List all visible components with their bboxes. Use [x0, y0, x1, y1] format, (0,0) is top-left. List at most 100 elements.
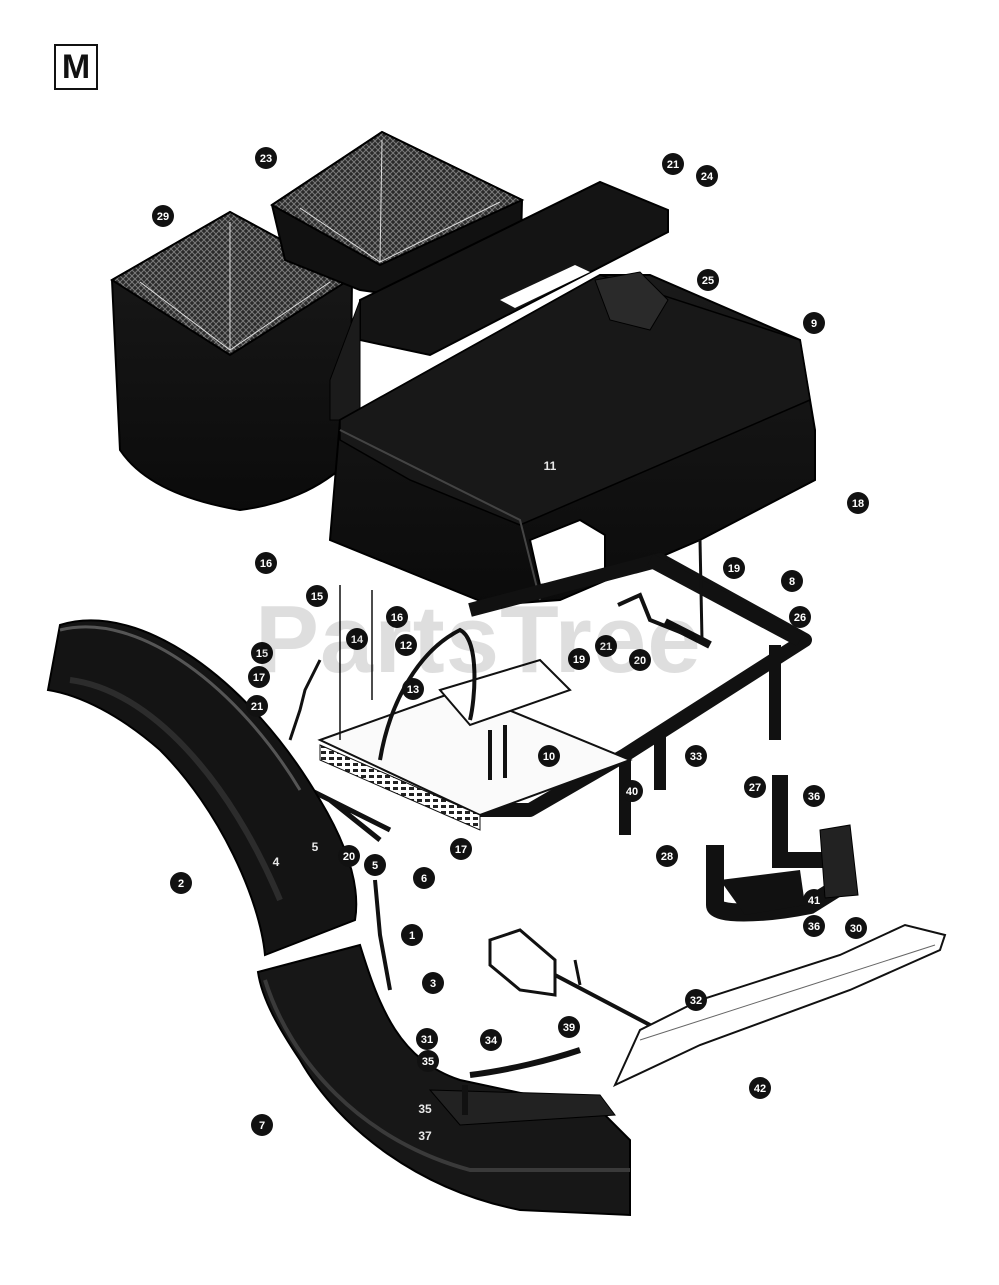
- bag-cover: [329, 180, 669, 421]
- callout-number: 16: [391, 612, 403, 624]
- inline-part-label-4: 4: [273, 855, 280, 869]
- callout-balloon: [306, 585, 328, 607]
- callout-number: 42: [754, 1083, 766, 1095]
- callout-balloon: [685, 745, 707, 767]
- callout-balloon: [621, 780, 643, 802]
- callout-balloon: [744, 776, 766, 798]
- callout-balloon: [255, 552, 277, 574]
- callout-number: 35: [422, 1056, 434, 1068]
- callout-balloon: [749, 1077, 771, 1099]
- callout-balloon: [723, 557, 745, 579]
- callout-number: 12: [400, 640, 412, 652]
- callout-number: 36: [808, 791, 820, 803]
- callout-3: 3: [422, 972, 444, 994]
- mower-blade: [612, 923, 947, 1088]
- callout-33: 33: [685, 745, 707, 767]
- callout-number: 1: [409, 930, 415, 942]
- callout-17: 17: [248, 666, 270, 688]
- callout-number: 21: [251, 701, 263, 713]
- callout-balloon: [251, 1114, 273, 1136]
- inline-part-label-5: 5: [312, 840, 319, 854]
- callout-number: 21: [667, 159, 679, 171]
- callout-40: 40: [621, 780, 643, 802]
- callout-number: 7: [259, 1120, 265, 1132]
- callout-number: 23: [260, 153, 272, 165]
- callout-34: 34: [480, 1029, 502, 1051]
- callout-16: 16: [386, 606, 408, 628]
- callout-16: 16: [255, 552, 277, 574]
- callout-19: 19: [568, 648, 590, 670]
- rods-and-links: [288, 539, 712, 842]
- chute-linkage: [373, 879, 581, 1115]
- callout-balloon: [251, 642, 273, 664]
- callout-31: 31: [416, 1028, 438, 1050]
- callout-12: 12: [395, 634, 417, 656]
- callout-number: 5: [372, 860, 378, 872]
- callout-balloon: [402, 678, 424, 700]
- callout-balloon: [781, 570, 803, 592]
- callout-36: 36: [803, 915, 825, 937]
- inline-part-label-37: 37: [418, 1129, 432, 1143]
- callout-balloon: [338, 845, 360, 867]
- callout-number: 19: [573, 654, 585, 666]
- callout-number: 31: [421, 1034, 433, 1046]
- callout-number: 10: [543, 751, 555, 763]
- callout-21: 21: [662, 153, 684, 175]
- section-letter-box: M: [54, 44, 98, 90]
- callout-8: 8: [781, 570, 803, 592]
- callout-number: 20: [343, 851, 355, 863]
- callout-balloon: [629, 649, 651, 671]
- callout-number: 19: [728, 563, 740, 575]
- callout-number: 14: [351, 634, 364, 646]
- callout-24: 24: [696, 165, 718, 187]
- callout-balloon: [847, 492, 869, 514]
- callout-number: 27: [749, 782, 761, 794]
- callout-balloon: [364, 854, 386, 876]
- callout-10: 10: [538, 745, 560, 767]
- callout-balloon: [803, 915, 825, 937]
- callout-number: 20: [634, 655, 646, 667]
- callout-balloon: [803, 312, 825, 334]
- callout-number: 2: [178, 878, 184, 890]
- callout-balloon: [170, 872, 192, 894]
- hitch-bracket: [706, 775, 859, 922]
- callout-balloon: [413, 867, 435, 889]
- callout-21: 21: [246, 695, 268, 717]
- callout-39: 39: [558, 1016, 580, 1038]
- callout-2: 2: [170, 872, 192, 894]
- callout-14: 14: [346, 628, 368, 650]
- callout-balloon: [696, 165, 718, 187]
- callout-balloon: [480, 1029, 502, 1051]
- callout-balloon: [386, 606, 408, 628]
- callout-number: 41: [808, 895, 820, 907]
- callout-balloon: [656, 845, 678, 867]
- inline-part-label-35: 35: [418, 1102, 432, 1116]
- callout-number: 30: [850, 923, 862, 935]
- callout-balloon: [422, 972, 444, 994]
- callout-balloon: [248, 666, 270, 688]
- callout-15: 15: [251, 642, 273, 664]
- callout-balloon: [595, 635, 617, 657]
- callout-balloon: [568, 648, 590, 670]
- callout-20: 20: [629, 649, 651, 671]
- callout-1: 1: [401, 924, 423, 946]
- callout-28: 28: [656, 845, 678, 867]
- callout-balloon: [401, 924, 423, 946]
- callout-balloon: [346, 628, 368, 650]
- callout-balloon: [246, 695, 268, 717]
- callout-number: 40: [626, 786, 638, 798]
- inline-part-label-11: 11: [544, 459, 557, 473]
- callout-balloon: [152, 205, 174, 227]
- callout-number: 26: [794, 612, 806, 624]
- callout-number: 33: [690, 751, 702, 763]
- callout-balloon: [685, 989, 707, 1011]
- callout-number: 3: [430, 978, 436, 990]
- callout-balloon: [538, 745, 560, 767]
- callout-balloon: [450, 838, 472, 860]
- callout-18: 18: [847, 492, 869, 514]
- callout-9: 9: [803, 312, 825, 334]
- callout-5: 5: [364, 854, 386, 876]
